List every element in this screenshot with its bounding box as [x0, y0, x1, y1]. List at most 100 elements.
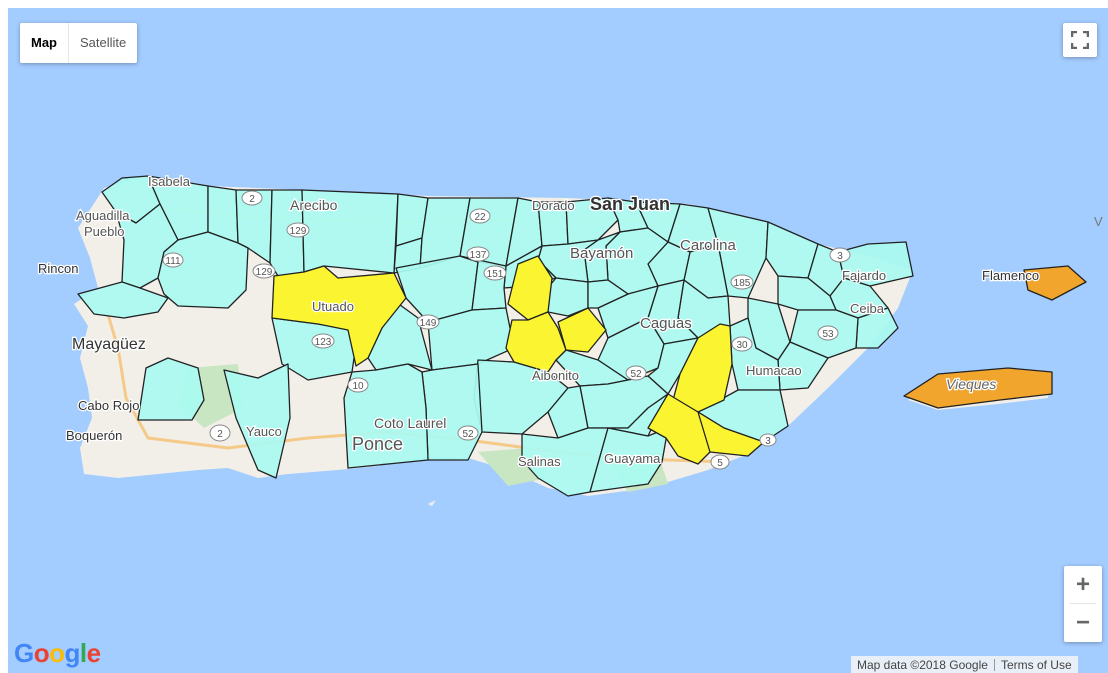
municipality-region: [589, 427, 669, 493]
svg-text:185: 185: [734, 278, 751, 289]
svg-text:5: 5: [717, 458, 723, 469]
municipality-region-yellow: [697, 411, 765, 457]
svg-text:111: 111: [165, 256, 181, 267]
municipality-region: [235, 189, 273, 264]
highway-shield: 53: [817, 325, 839, 341]
place-label: San Juan: [590, 194, 670, 214]
place-label: Fajardo: [842, 268, 886, 283]
place-label: Carolina: [680, 237, 737, 254]
svg-text:3: 3: [765, 436, 771, 447]
region-culebra: [1023, 265, 1087, 301]
logo-letter: o: [33, 638, 50, 668]
highway-shield: 151: [483, 265, 507, 281]
highway-shield: 185: [730, 274, 754, 290]
municipality-region-yellow: [671, 323, 733, 413]
svg-text:10: 10: [352, 381, 364, 392]
islet: [428, 500, 436, 506]
attribution-divider: [993, 658, 995, 671]
terms-of-use-link[interactable]: Terms of Use: [1000, 657, 1072, 672]
place-label: Mayagüez: [72, 336, 146, 353]
svg-text:52: 52: [462, 429, 474, 440]
map-type-map-button[interactable]: Map: [31, 35, 57, 50]
municipality-region-yellow: [505, 311, 567, 373]
zoom-divider: [1070, 603, 1096, 604]
place-label: Rincon: [38, 261, 78, 276]
place-label: Salinas: [518, 454, 561, 469]
fullscreen-icon: [1071, 31, 1089, 49]
svg-text:137: 137: [470, 250, 487, 261]
municipality-region: [137, 357, 205, 421]
place-label: Caguas: [640, 315, 692, 332]
place-label: Aguadilla: [76, 208, 130, 223]
map-type-control: Map Satellite: [20, 23, 138, 63]
zoom-in-button[interactable]: +: [1075, 570, 1090, 598]
google-logo[interactable]: Google: [14, 638, 101, 669]
region-vieques: [903, 367, 1053, 409]
place-label: Dorado: [532, 198, 575, 213]
logo-letter: e: [86, 638, 101, 668]
place-label: Ponce: [352, 434, 403, 454]
svg-text:2: 2: [249, 194, 255, 205]
highway-shield: 22: [469, 208, 491, 224]
place-label: Coto Laurel: [374, 415, 446, 431]
place-label: Cabo Rojo: [78, 398, 139, 413]
municipality-region: [565, 197, 619, 245]
place-label: Bayamón: [570, 245, 633, 262]
municipality-region: [157, 231, 249, 309]
place-label: Isabela: [148, 174, 191, 189]
map-layer: 2 129 111 129 22 137 151 149 123 10 52 5…: [37, 173, 1103, 506]
map-canvas[interactable]: 2 129 111 129 22 137 151 149 123 10 52 5…: [8, 8, 1108, 673]
fullscreen-button[interactable]: [1063, 23, 1097, 57]
place-label: V: [1094, 214, 1103, 229]
place-label: Ceiba: [850, 301, 885, 316]
place-label: Vieques: [946, 376, 996, 392]
highway-shield: 2: [209, 424, 231, 442]
highway-shield: 3: [829, 247, 851, 263]
municipality-region: [223, 363, 291, 479]
svg-text:53: 53: [822, 329, 834, 340]
highway-shield: 52: [625, 365, 647, 381]
zoom-control: + −: [1064, 566, 1102, 642]
svg-text:22: 22: [474, 212, 486, 223]
place-label: Flamenco: [982, 268, 1039, 283]
place-label: Guayama: [604, 451, 661, 466]
highway-shield: 123: [311, 333, 335, 349]
svg-text:149: 149: [420, 318, 437, 329]
highway-shield: 137: [466, 246, 490, 262]
highway-shield: 3: [759, 433, 777, 447]
place-label: Humacao: [746, 363, 802, 378]
svg-text:151: 151: [487, 269, 504, 280]
municipality-region: [77, 281, 169, 319]
highway-shield: 129: [252, 263, 276, 279]
highway-shield: 129: [286, 222, 310, 238]
zoom-out-button[interactable]: −: [1075, 608, 1090, 636]
svg-text:2: 2: [217, 429, 223, 440]
highway-shield: 30: [731, 336, 753, 352]
highway-shield: 111: [162, 252, 184, 268]
highway-shield: 10: [347, 377, 369, 393]
logo-letter: l: [79, 638, 87, 668]
municipality-region-yellow: [557, 307, 607, 353]
place-label: Aibonito: [532, 368, 579, 383]
logo-letter: g: [64, 638, 81, 668]
place-label: Pueblo: [84, 224, 124, 239]
logo-letter: G: [14, 638, 34, 668]
place-label: Arecibo: [290, 197, 338, 213]
municipality-region: [421, 363, 483, 461]
map-type-satellite-button[interactable]: Satellite: [80, 35, 127, 50]
place-label: Utuado: [312, 299, 354, 314]
svg-text:129: 129: [290, 226, 307, 237]
place-label: Yauco: [246, 424, 282, 439]
municipality-region: [301, 189, 399, 274]
municipality-region: [729, 317, 781, 391]
municipality-region-yellow: [271, 265, 407, 367]
map-data-attribution: Map data ©2018 Google: [857, 657, 988, 672]
logo-letter: o: [49, 638, 65, 668]
svg-text:129: 129: [256, 267, 273, 278]
highway-shield: 52: [457, 425, 479, 441]
svg-text:30: 30: [736, 340, 748, 351]
svg-text:123: 123: [315, 337, 332, 348]
municipality-region: [587, 279, 629, 309]
map-type-divider: [68, 23, 69, 63]
svg-text:52: 52: [630, 369, 642, 380]
